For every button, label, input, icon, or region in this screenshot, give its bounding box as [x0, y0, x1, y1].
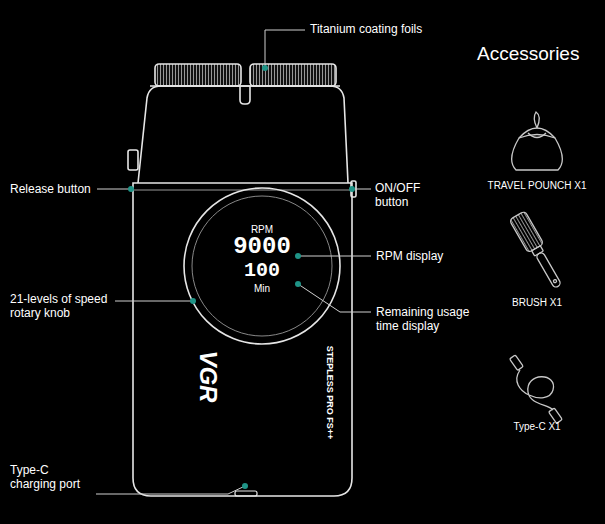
- accessory-label: TRAVEL POUNCH X1: [488, 180, 587, 192]
- shaver-body: [128, 64, 356, 496]
- accessory-icons: [509, 112, 566, 423]
- section-heading: Accessories: [477, 43, 579, 66]
- display-unit: Min: [254, 283, 270, 295]
- display-digits: 100: [244, 259, 280, 283]
- display-digits: 9000: [233, 233, 291, 262]
- accessory-label: BRUSH X1: [512, 297, 562, 309]
- callout-label: Titanium coating foils: [310, 22, 422, 36]
- leader-dots: [128, 65, 355, 489]
- accessory-label: Type-C X1: [513, 421, 560, 433]
- brand-logo: VGR: [194, 350, 223, 402]
- model-name: STEPLESS PRO FS++: [325, 345, 336, 439]
- callout-label: ON/OFF button: [375, 181, 437, 210]
- callout-label: Release button: [10, 182, 91, 196]
- leader-lines: [96, 30, 371, 494]
- callout-label: RPM display: [376, 249, 443, 263]
- callout-label: Remaining usage time display: [376, 305, 484, 334]
- callout-label: Type-C charging port: [10, 463, 92, 492]
- callout-label: 21-levels of speed rotary knob: [10, 292, 114, 321]
